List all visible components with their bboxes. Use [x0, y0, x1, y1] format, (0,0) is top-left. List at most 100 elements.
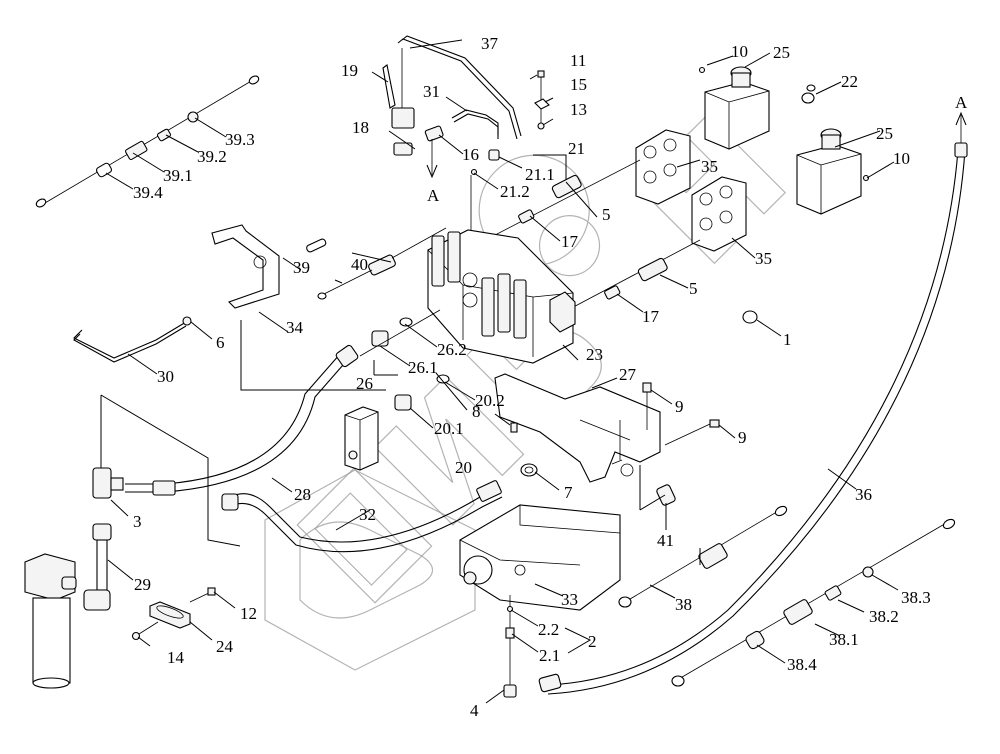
- callout-27: 27: [619, 365, 637, 384]
- frame-bracket-27: [494, 373, 720, 483]
- filter-housing: [24, 553, 77, 689]
- callout-21.1: 21.1: [525, 165, 555, 184]
- cable-38-assembly: [618, 505, 956, 687]
- pipe-29: [83, 523, 112, 611]
- callout-38.3: 38.3: [901, 588, 931, 607]
- callout-36: 36: [855, 485, 872, 504]
- coupler-block-35-b: [691, 176, 747, 252]
- tee-16: [424, 125, 444, 179]
- callout-labels: 39.3 39.2 39.1 39.4 19 37 11 15 13 31 18…: [133, 34, 931, 720]
- bolt-set-11-15-13: [534, 70, 550, 130]
- callout-1: 1: [783, 330, 792, 349]
- nut-7: [520, 463, 538, 477]
- callout-30: 30: [157, 367, 174, 386]
- flow-marker-a-left: A: [427, 186, 440, 205]
- hose-36: [538, 111, 968, 695]
- quick-coupling-5-a: [469, 159, 641, 249]
- callout-12: 12: [240, 604, 257, 623]
- callout-33: 33: [561, 590, 578, 609]
- hose-32: [221, 480, 503, 553]
- fitting-41: [656, 484, 676, 506]
- callout-31: 31: [423, 82, 440, 101]
- callout-38.4: 38.4: [787, 655, 817, 674]
- callout-41: 41: [657, 531, 674, 550]
- callout-21.2: 21.2: [500, 182, 530, 201]
- callout-26: 26: [356, 374, 373, 393]
- tube-37: [397, 35, 522, 140]
- leader-lines: [100, 39, 899, 704]
- callout-3: 3: [133, 512, 142, 531]
- elbow-21: [470, 149, 500, 230]
- tee-18: [393, 142, 413, 156]
- ring-1: [742, 310, 758, 324]
- flow-marker-a-right: A: [955, 93, 968, 112]
- callout-10-top: 10: [731, 42, 748, 61]
- control-valve-23: [427, 229, 576, 364]
- callout-39.4: 39.4: [133, 183, 163, 202]
- callout-39.1: 39.1: [163, 166, 193, 185]
- callout-19: 19: [341, 61, 358, 80]
- callout-7: 7: [564, 483, 573, 502]
- pump-33: [459, 504, 621, 698]
- callout-39.2: 39.2: [197, 147, 227, 166]
- callout-5-top: 5: [602, 205, 611, 224]
- callout-20.2: 20.2: [475, 391, 505, 410]
- callout-9-top: 9: [675, 397, 684, 416]
- callout-39: 39: [293, 258, 310, 277]
- callout-38.2: 38.2: [869, 607, 899, 626]
- clamp-24: [131, 587, 216, 641]
- callout-39.3: 39.3: [225, 130, 255, 149]
- callout-38: 38: [675, 595, 692, 614]
- coupler-block-35-a: [635, 129, 691, 205]
- callout-21: 21: [568, 139, 585, 158]
- callout-2.1: 2.1: [539, 646, 560, 665]
- callout-14: 14: [167, 648, 185, 667]
- callout-38.1: 38.1: [829, 630, 859, 649]
- callout-10-bottom: 10: [893, 149, 910, 168]
- callout-25-bottom: 25: [876, 124, 893, 143]
- solenoid-25-b: [796, 128, 870, 215]
- callout-18: 18: [352, 118, 369, 137]
- tube-30: [73, 316, 192, 363]
- cable-39-assembly: [35, 75, 260, 208]
- callout-17-bottom: 17: [642, 307, 660, 326]
- callout-13: 13: [570, 100, 587, 119]
- callout-17-top: 17: [561, 232, 579, 251]
- callout-16: 16: [462, 145, 479, 164]
- callout-24: 24: [216, 637, 234, 656]
- callout-2.2: 2.2: [538, 620, 559, 639]
- callout-15: 15: [570, 75, 587, 94]
- tee-3: [92, 467, 124, 499]
- tube-31: [451, 109, 499, 139]
- valve-19: [382, 64, 415, 129]
- callout-26.1: 26.1: [408, 358, 438, 377]
- callout-23: 23: [586, 345, 603, 364]
- callout-5-bottom: 5: [689, 279, 698, 298]
- fitting-40: [306, 227, 447, 300]
- callout-25-top: 25: [773, 43, 790, 62]
- callout-29: 29: [134, 575, 151, 594]
- callout-40: 40: [351, 255, 368, 274]
- bracket-34: [211, 224, 280, 309]
- callout-2: 2: [588, 632, 597, 651]
- callout-34: 34: [286, 318, 304, 337]
- callout-22: 22: [841, 72, 858, 91]
- callout-20.1: 20.1: [434, 419, 464, 438]
- callout-4: 4: [470, 701, 479, 720]
- callout-20: 20: [455, 458, 472, 477]
- callout-37: 37: [481, 34, 499, 53]
- callout-26.2: 26.2: [437, 340, 467, 359]
- hose-28: [125, 344, 359, 496]
- fitting-20: [344, 374, 450, 471]
- clip-22: [801, 84, 816, 104]
- callout-35-top: 35: [701, 157, 718, 176]
- callout-11: 11: [570, 51, 586, 70]
- callout-9-bottom: 9: [738, 428, 747, 447]
- callout-28: 28: [294, 485, 311, 504]
- callout-8: 8: [472, 402, 481, 421]
- callout-6: 6: [216, 333, 225, 352]
- fitting-26: [359, 309, 441, 357]
- callout-35-bottom: 35: [755, 249, 772, 268]
- callout-32: 32: [359, 505, 376, 524]
